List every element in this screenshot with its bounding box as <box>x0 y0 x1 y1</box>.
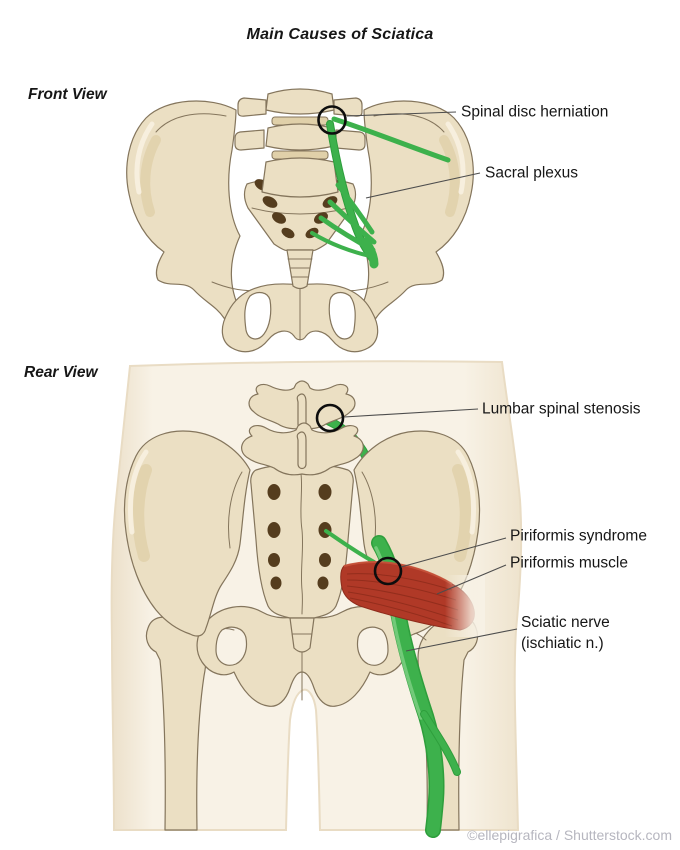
front-coccyx <box>286 249 314 290</box>
rear-coccyx <box>289 617 315 653</box>
rear-sacral-foramina <box>267 484 332 590</box>
label-spinal-disc-herniation: Spinal disc herniation <box>461 103 609 121</box>
front-view-label: Front View <box>28 86 107 103</box>
sacral-plexus-nerves <box>310 116 451 269</box>
piriformis-muscle <box>340 561 485 637</box>
leader-lumbar-stenosis <box>343 408 479 418</box>
label-sciatic-nerve: Sciatic nerve (ischiatic n.) <box>521 612 610 654</box>
leader-sacral-plexus <box>365 172 481 199</box>
leader-sciatic-nerve <box>405 628 518 652</box>
leader-piriformis-muscle <box>436 564 507 595</box>
label-sciatic-nerve-line1: Sciatic nerve <box>521 614 610 631</box>
annotation-circle-disc-herniation <box>317 105 347 135</box>
annotation-circle-piriformis <box>373 556 403 586</box>
nerve-branch <box>324 529 376 564</box>
label-piriformis-syndrome: Piriformis syndrome <box>510 527 647 545</box>
rear-left-iliac-wing <box>123 430 251 637</box>
rear-view-label: Rear View <box>24 364 98 381</box>
label-sciatic-nerve-line2: (ischiatic n.) <box>521 635 604 652</box>
label-sacral-plexus: Sacral plexus <box>485 164 579 182</box>
leader-spinal-disc-herniation <box>346 111 457 117</box>
label-piriformis-muscle: Piriformis muscle <box>510 554 628 572</box>
front-pelvis-illustration <box>126 88 481 353</box>
label-lumbar-spinal-stenosis: Lumbar spinal stenosis <box>482 400 641 418</box>
annotation-circle-stenosis <box>315 403 345 433</box>
muscle-tip-fade <box>445 575 485 637</box>
front-lumbar-vertebrae <box>234 88 366 198</box>
diagram-title: Main Causes of Sciatica <box>246 26 434 43</box>
rear-lumbar-vertebrae <box>241 380 364 476</box>
front-left-iliac-wing <box>126 100 241 325</box>
rear-pelvis-illustration <box>110 360 523 838</box>
watermark-credit: ©ellepigrafica / Shutterstock.com <box>467 827 672 843</box>
leader-piriformis-syndrome <box>400 537 507 568</box>
